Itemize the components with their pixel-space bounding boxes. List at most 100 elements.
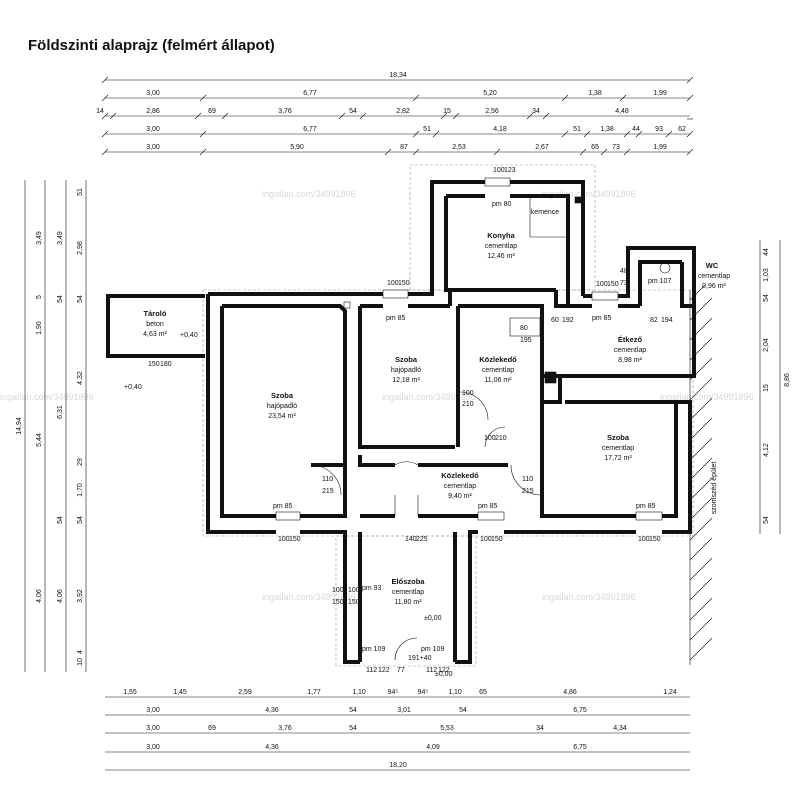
dim-label: 6,75 (573, 707, 587, 714)
opening-label: pm 107 (648, 278, 671, 285)
room-kozl2-area: 9,40 m² (448, 493, 472, 500)
room-labels: Tároló beton 4,63 m² Szoba hajópadló 23,… (143, 209, 730, 606)
dim-label: 54 (459, 707, 467, 714)
dim-label: 54 (57, 295, 64, 303)
watermark: ingatlan.com/34991896 (542, 592, 636, 602)
dim-label: 3,01 (397, 707, 411, 714)
opening-label: 100 (462, 390, 474, 397)
opening-label: pm 93 (362, 585, 382, 592)
dim-label: 3,76 (278, 725, 292, 732)
dim-label: 1,90 (36, 321, 43, 335)
dim-label: 14 (96, 108, 104, 115)
dim-label: 65 (479, 689, 487, 696)
top-dimension-lines (101, 76, 694, 156)
room-kozl1-name: Közlekedő (479, 355, 517, 364)
opening-label: 100 (278, 536, 290, 543)
opening-label: 150 (398, 280, 410, 287)
level-marker: ±0,00 (424, 615, 442, 622)
dim-label: 65 (591, 144, 599, 151)
opening-label: pm 109 (421, 646, 444, 653)
room-wc-name: WC (706, 261, 719, 270)
left-dimension-lines (24, 180, 87, 672)
dim-label: 3,00 (146, 126, 160, 133)
dim-label: 15 (443, 108, 451, 115)
opening-label: pm 85 (386, 315, 406, 322)
opening-label: 225 (416, 536, 428, 543)
dim-label: 44 (632, 126, 640, 133)
dim-label: 3,00 (146, 725, 160, 732)
level-marker: ±0,00 (435, 671, 453, 678)
right-dimension-labels: 8,86 44 1,03 54 2,04 15 4,12 54 (763, 248, 791, 524)
dim-label: 4,34 (613, 725, 627, 732)
opening-label: 100 (484, 435, 496, 442)
dim-label: 2,04 (763, 338, 770, 352)
room-eloszoba-floor: cementlap (392, 589, 424, 596)
dim-label: 93 (655, 126, 663, 133)
dim-label: 1,24 (663, 689, 677, 696)
level-markers: +0,40 +0,40 ±0,00 ±0,00 (124, 332, 453, 678)
kemence-oven (343, 196, 671, 384)
watermark: ingatlan.com/34991896 (382, 392, 476, 402)
dim-label: 14,94 (16, 417, 23, 435)
dim-label: 4 (77, 650, 84, 654)
dim-label: 4,09 (426, 744, 440, 751)
room-szoba1-name: Szoba (271, 391, 294, 400)
room-taroló-name: Tároló (144, 309, 167, 318)
opening-label: 150 (348, 599, 360, 606)
room-etkezo-name: Étkező (618, 335, 643, 344)
room-eloszoba-name: Előszoba (392, 577, 426, 586)
dim-label: 44 (763, 248, 770, 256)
dim-label: 4,06 (57, 589, 64, 603)
dim-label: 6,77 (303, 90, 317, 97)
dim-label: 54 (77, 295, 84, 303)
room-etkezo-floor: cementlap (614, 347, 646, 354)
dim-label: 54 (349, 108, 357, 115)
dim-label: 3,00 (146, 744, 160, 751)
room-kozl2-name: Közlekedő (441, 471, 479, 480)
dim-label: 54 (763, 516, 770, 524)
top-dimension-labels: 18,34 3,00 6,77 5,20 1,38 1,99 14 2,86 6… (96, 72, 686, 151)
room-szoba2-name: Szoba (395, 355, 418, 364)
opening-label: 100 (332, 587, 344, 594)
room-kemence-name: kemence (531, 209, 560, 216)
dim-label: 1,38 (600, 126, 614, 133)
room-kozl1-area: 11,06 m² (484, 377, 512, 384)
room-szoba3-floor: cementlap (602, 445, 634, 452)
opening-label: pm 85 (592, 315, 612, 322)
dim-label: 4,32 (77, 371, 84, 385)
dim-label: 1,99 (653, 144, 667, 151)
room-eloszoba-area: 11,80 m² (394, 599, 422, 606)
dim-label: 4,86 (563, 689, 577, 696)
dim-label: 4,18 (493, 126, 507, 133)
opening-label: 215 (522, 488, 534, 495)
room-kozl2-floor: cementlap (444, 483, 476, 490)
opening-label: 123 (504, 167, 516, 174)
dim-label: 87 (400, 144, 408, 151)
walls (106, 180, 696, 664)
dim-label: 6,77 (303, 126, 317, 133)
opening-label: 77 (397, 667, 405, 674)
dim-label: 54 (763, 294, 770, 302)
dim-label: 1,99 (653, 90, 667, 97)
watermark: ingatlan.com/34991896 (262, 592, 356, 602)
room-wc-area: 0,96 m² (702, 283, 726, 290)
dim-label: 54 (349, 707, 357, 714)
dim-label: 62 (678, 126, 686, 133)
dim-label: 4,06 (36, 589, 43, 603)
dim-label: 29 (77, 458, 84, 466)
dim-label: 3,00 (146, 144, 160, 151)
dim-label: 6,31 (57, 405, 64, 419)
dim-label: 4,36 (265, 707, 279, 714)
dim-label: 94⁵ (418, 689, 429, 696)
room-szoba3-area: 17,72 m² (604, 455, 632, 462)
opening-label: pm 80 (492, 201, 512, 208)
opening-label: 100 (480, 536, 492, 543)
dim-label: 73 (612, 144, 620, 151)
dim-label: 1,45 (173, 689, 187, 696)
dim-label: 51 (573, 126, 581, 133)
dim-label: 1,03 (763, 268, 770, 282)
dim-label: 2,67 (535, 144, 549, 151)
right-dimension-lines (759, 240, 781, 534)
opening-label: 100 (348, 587, 360, 594)
